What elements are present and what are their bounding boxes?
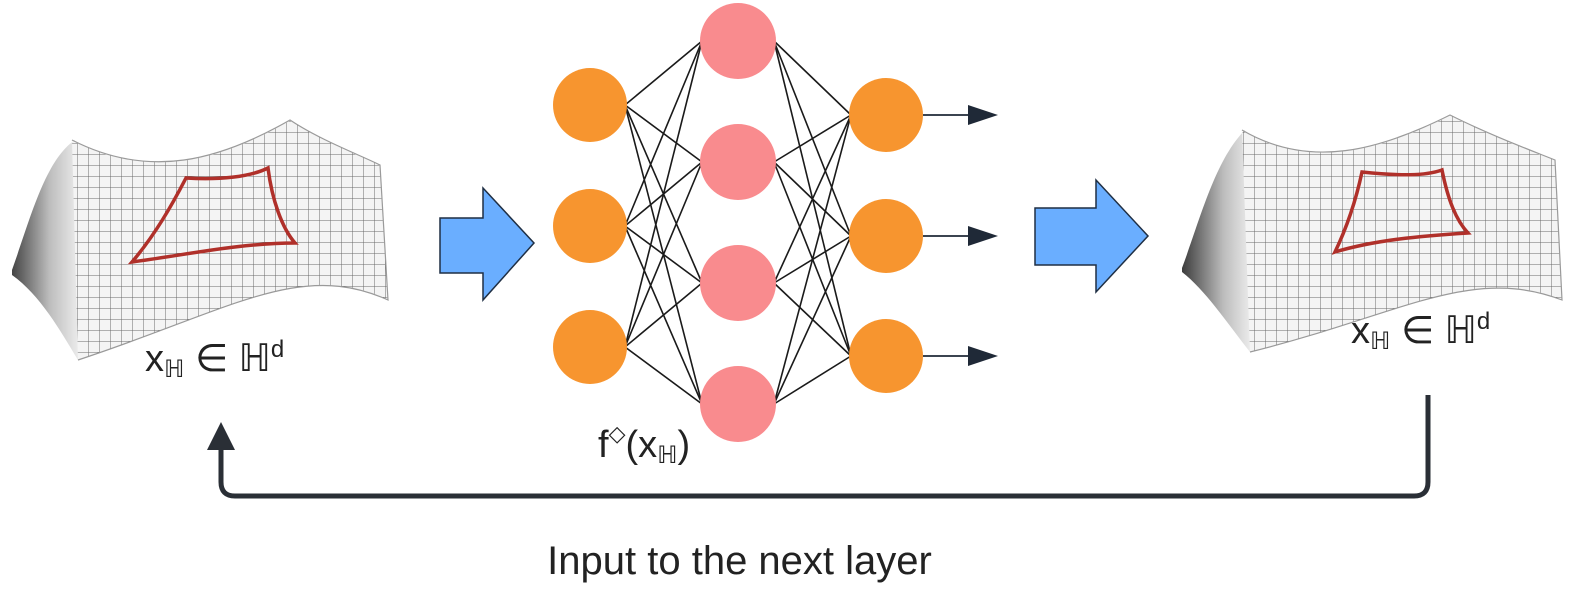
- network-edge: [624, 161, 703, 348]
- block-arrow-right: [1034, 178, 1150, 294]
- block-arrow-left: [439, 186, 536, 302]
- feedback-arrow-head: [207, 422, 235, 450]
- output-node: [849, 199, 923, 273]
- network-edge: [624, 282, 703, 348]
- network-edges: [624, 40, 852, 405]
- network-edge: [773, 40, 852, 116]
- output-arrow-head: [968, 346, 998, 366]
- network-nodes: [553, 3, 923, 442]
- function-label: f◇(xℍ): [598, 422, 691, 469]
- right-geodesic-triangle: [1331, 167, 1472, 255]
- input-node: [553, 68, 627, 142]
- network-edge: [624, 40, 703, 106]
- network-edge: [773, 114, 852, 284]
- left-point-label: xℍ ∈ ℍd: [145, 336, 285, 383]
- output-node: [849, 78, 923, 152]
- network-edge: [624, 40, 703, 227]
- output-node: [849, 319, 923, 393]
- network-edge: [773, 355, 852, 405]
- output-arrow-head: [968, 226, 998, 246]
- right-point-label: xℍ ∈ ℍd: [1351, 308, 1491, 355]
- output-arrow-head: [968, 105, 998, 125]
- network-edge: [624, 40, 703, 348]
- network-output-arrows: [923, 105, 998, 366]
- neural-network: [553, 3, 998, 442]
- hidden-node: [700, 124, 776, 200]
- input-node: [553, 310, 627, 384]
- hidden-node: [700, 245, 776, 321]
- network-edge: [773, 235, 852, 405]
- network-edge: [624, 346, 703, 405]
- network-edge: [773, 114, 852, 163]
- left-geodesic-triangle: [127, 165, 299, 265]
- left-saddle-surface: [12, 119, 389, 361]
- input-node: [553, 189, 627, 263]
- feedback-loop-arrow: [218, 395, 1431, 499]
- hidden-node: [700, 366, 776, 442]
- hidden-node: [700, 3, 776, 79]
- right-saddle-surface: [1182, 114, 1563, 353]
- network-edge: [773, 114, 852, 405]
- caption-next-layer: Input to the next layer: [547, 539, 932, 583]
